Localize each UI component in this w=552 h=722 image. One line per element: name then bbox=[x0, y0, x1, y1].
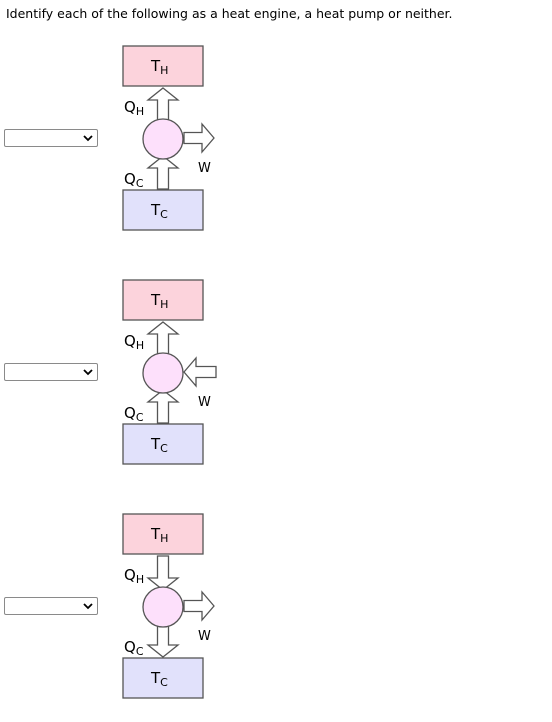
cold-reservoir-label: TC bbox=[150, 669, 168, 689]
cold-reservoir bbox=[122, 189, 204, 231]
qh-arrow bbox=[146, 555, 180, 591]
hot-reservoir bbox=[122, 45, 204, 87]
hot-reservoir-label: TH bbox=[150, 525, 168, 545]
question-prompt: Identify each of the following as a heat… bbox=[6, 6, 453, 21]
qc-label: QC bbox=[124, 170, 144, 190]
work-label: W bbox=[198, 161, 211, 176]
qc-label: QC bbox=[124, 638, 144, 658]
cold-reservoir-label: TC bbox=[150, 435, 168, 455]
cold-reservoir-label: TC bbox=[150, 201, 168, 221]
chevron-down-icon bbox=[83, 135, 93, 142]
qc-arrow bbox=[146, 389, 180, 424]
hot-reservoir bbox=[122, 279, 204, 321]
qh-label: QH bbox=[124, 332, 144, 352]
diagram-3: TH TC QH QC W bbox=[122, 513, 215, 699]
hot-reservoir-label: TH bbox=[150, 57, 168, 77]
chevron-down-icon bbox=[83, 369, 93, 376]
work-label: W bbox=[198, 629, 211, 644]
diagram-1: TH TC QH QC W bbox=[122, 45, 215, 231]
engine-circle bbox=[142, 352, 184, 394]
engine-circle bbox=[142, 586, 184, 628]
qh-label: QH bbox=[124, 566, 144, 586]
qh-arrow bbox=[146, 321, 180, 357]
cold-reservoir bbox=[122, 423, 204, 465]
chevron-down-icon bbox=[83, 603, 93, 610]
work-label: W bbox=[198, 395, 211, 410]
qh-arrow bbox=[146, 87, 180, 123]
qc-arrow bbox=[146, 155, 180, 190]
answer-select-2[interactable] bbox=[4, 363, 98, 381]
diagram-2: TH TC QH QC W bbox=[122, 279, 217, 465]
engine-circle bbox=[142, 118, 184, 160]
qc-arrow bbox=[146, 623, 180, 658]
hot-reservoir bbox=[122, 513, 204, 555]
work-arrow bbox=[183, 122, 215, 154]
answer-select-3[interactable] bbox=[4, 597, 98, 615]
work-arrow bbox=[183, 590, 215, 622]
qc-label: QC bbox=[124, 404, 144, 424]
work-arrow bbox=[183, 356, 217, 388]
qh-label: QH bbox=[124, 98, 144, 118]
cold-reservoir bbox=[122, 657, 204, 699]
answer-select-1[interactable] bbox=[4, 129, 98, 147]
hot-reservoir-label: TH bbox=[150, 291, 168, 311]
